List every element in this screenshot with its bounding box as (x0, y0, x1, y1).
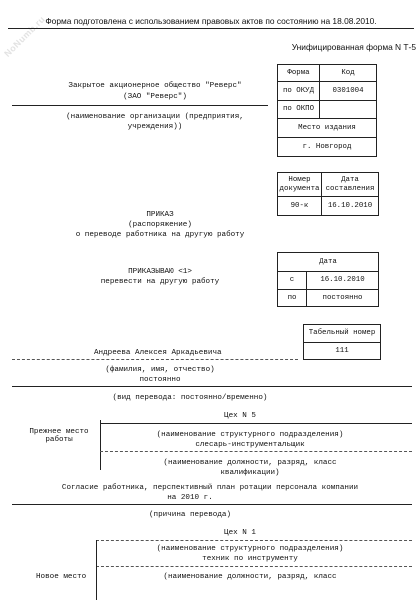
prev-position-line (100, 451, 412, 452)
reason-line1: Согласие работника, перспективный план р… (61, 484, 359, 492)
top-notice: Форма подготовлена с использованием прав… (8, 16, 414, 26)
prev-position-caption2: квалификации) (220, 469, 280, 477)
prev-workplace-label: Прежнее место работы (18, 428, 100, 444)
tab-number-table: Табельный номер 111 (303, 324, 381, 360)
reason-line2: на 2010 г. (167, 494, 213, 502)
prev-dept-line (100, 423, 412, 424)
top-notice-underline (8, 28, 414, 29)
org-underline (12, 105, 268, 106)
date-from-label: с (277, 271, 307, 290)
transfer-type-line (12, 386, 412, 387)
prev-dept-value: Цех N 5 (224, 412, 256, 420)
top-notice-text: Форма подготовлена с использованием прав… (45, 16, 377, 26)
new-position-value: техник по инструменту (202, 555, 298, 563)
new-dept-value: Цех N 1 (224, 529, 256, 537)
prev-workplace-label-line2: работы (45, 436, 73, 444)
okud-value: 0301004 (319, 81, 377, 101)
reason-caption: (причина перевода) (148, 511, 232, 519)
prev-workplace-bracket (100, 420, 101, 470)
new-workplace-bracket (96, 540, 97, 600)
unified-form-label: Унифицированная форма N Т-5 (291, 42, 416, 52)
employee-name: Андреева Алексея Аркадьевича (94, 349, 222, 357)
order-command: ПРИКАЗЫВАЮ <1> (128, 268, 192, 276)
codes-table: Форма Код по ОКУД 0301004 по ОКПО Место … (277, 64, 377, 157)
org-caption2: учреждения)) (127, 123, 183, 131)
okud-label: по ОКУД (277, 81, 320, 101)
reason-line (12, 504, 412, 505)
doc-number-header: Номер документа (277, 172, 322, 197)
codes-col-form: Форма (277, 64, 320, 82)
date-to-value: постоянно (306, 289, 379, 307)
prev-position-caption: (наименование должности, разряд, класс (163, 459, 337, 467)
doc-number-table: Номер документа Дата составления 90-к 16… (277, 172, 379, 216)
doc-number-value: 90-к (277, 196, 322, 216)
place-label: Место издания (277, 118, 377, 138)
new-dept-line (96, 540, 412, 541)
transfer-type-value: постоянно (139, 376, 181, 384)
org-name-line2: (ЗАО "Реверс") (123, 93, 187, 101)
order-action: перевести на другую работу (100, 278, 220, 286)
date-to-label: по (277, 289, 307, 307)
order-description: о переводе работника на другую работу (75, 231, 245, 239)
new-position-caption: (наименование должности, разряд, класс (163, 573, 337, 581)
new-dept-caption: (наименование структурного подразделения… (156, 545, 344, 553)
place-value: г. Новгород (277, 137, 377, 157)
prev-dept-caption: (наименование структурного подразделения… (156, 431, 344, 439)
transfer-type-caption: (вид перевода: постоянно/временно) (112, 394, 268, 402)
dates-header: Дата (277, 252, 379, 272)
doc-date-value: 16.10.2010 (321, 196, 379, 216)
order-title: ПРИКАЗ (146, 211, 174, 219)
employee-name-caption: (фамилия, имя, отчество) (105, 366, 215, 374)
org-name-line1: Закрытое акционерное общество "Реверс" (68, 82, 242, 90)
okpo-label: по ОКПО (277, 100, 320, 119)
okpo-value (319, 100, 377, 119)
date-from-value: 16.10.2010 (306, 271, 379, 290)
prev-position-value: слесарь-инструментальщик (195, 441, 305, 449)
transfer-dates-table: Дата с 16.10.2010 по постоянно (277, 252, 379, 307)
new-workplace-label: Новое место (36, 573, 87, 581)
watermark: NoNumb.ru (2, 13, 48, 59)
employee-name-line (12, 359, 298, 360)
prev-workplace-label-line1: Прежнее место (29, 428, 89, 436)
codes-col-code: Код (319, 64, 377, 82)
order-subtitle: (распоряжение) (128, 221, 192, 229)
tab-number-value: 111 (303, 342, 381, 360)
org-caption: (наименование организации (предприятия, (66, 113, 244, 121)
doc-date-header: Дата составления (321, 172, 379, 197)
new-position-line (96, 566, 412, 567)
tab-number-header: Табельный номер (303, 324, 381, 343)
